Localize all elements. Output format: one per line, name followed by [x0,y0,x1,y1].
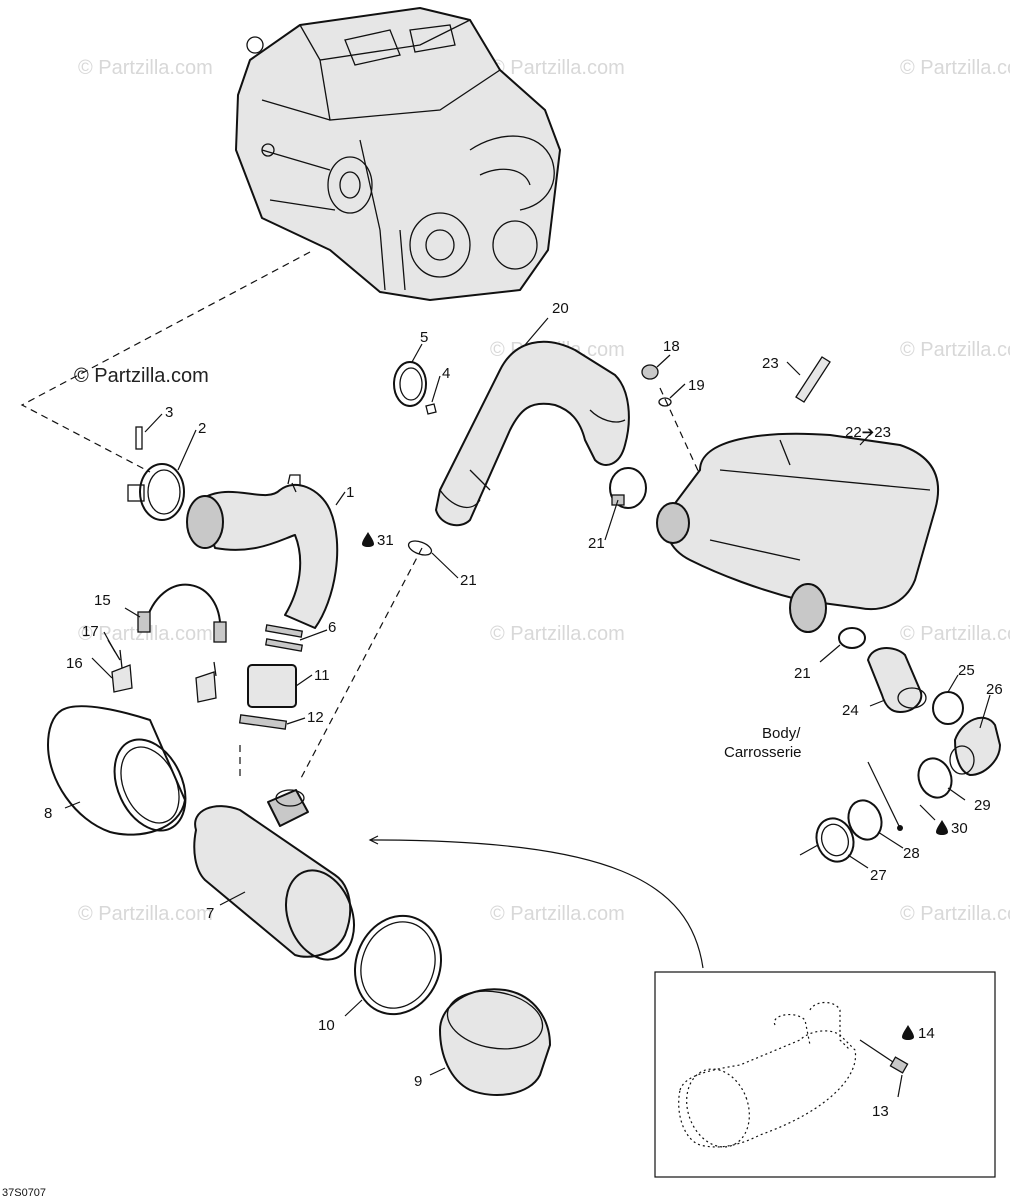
watermark: © Partzilla.com [490,623,625,645]
hose-part-24 [867,647,927,713]
callout-31: 31 [377,532,394,549]
callout-3: 3 [165,404,173,421]
callout-21-upper: 21 [588,535,605,552]
assembly-leader-lines [20,251,704,969]
callout-8: 8 [44,805,52,822]
callout-23: 23 [762,355,779,372]
silencer-part-22 [656,432,940,633]
body-label-line2: Carrosserie [724,744,802,761]
exhaust-pipe-part-20 [435,340,630,527]
heat-shield-part-8 [47,705,187,836]
clamp-part-21-left [407,540,433,556]
callout-21-lower: 21 [794,665,811,682]
callout-16: 16 [66,655,83,672]
end-cap-part-9 [439,988,551,1096]
stud-part-3 [135,426,143,450]
callout-20: 20 [552,300,569,317]
watermark: © Partzilla.com [490,903,625,925]
callout-21-left: 21 [460,572,477,589]
watermark: © Partzilla.com [78,57,213,79]
oil-drop-icon [362,532,374,547]
callout-11: 11 [314,667,330,684]
callout-28: 28 [903,845,920,862]
washer-part-19 [658,397,672,407]
callout-24: 24 [842,702,859,719]
callout-13: 13 [872,1103,889,1120]
bracket-part-16 [111,664,217,703]
diagram-code: 37S0707 [2,1187,46,1199]
callout-19: 19 [688,377,705,394]
callout-7: 7 [206,905,214,922]
callout-leaders [64,317,991,1098]
callout-27: 27 [870,867,887,884]
callout-6: 6 [328,619,336,636]
watermark: © Partzilla.com [490,57,625,79]
callout-26: 26 [986,681,1003,698]
watermark: © Partzilla.com [900,903,1010,925]
gasket-part-28 [847,799,883,841]
clamp-part-25 [932,691,964,725]
callout-17: 17 [82,623,99,640]
engine-block-illustration [235,7,561,301]
nut-part-4 [425,403,437,415]
outlet-part-27 [815,817,855,863]
elbow-part-26 [949,716,1001,776]
callout-9: 9 [414,1073,422,1090]
inset-detail-box [654,971,996,1178]
muffler-part-7 [193,789,355,961]
callout-29: 29 [974,797,991,814]
gasket-part-5 [393,361,427,407]
callout-30: 30 [951,820,968,837]
callout-18: 18 [663,338,680,355]
watermark: © Partzilla.com [78,623,213,645]
callout-10: 10 [318,1017,335,1034]
clamp-part-2 [127,463,185,521]
clamp-part-12 [238,714,288,730]
callout-15: 15 [94,592,111,609]
callout-14: 14 [918,1025,935,1042]
body-label-line1: Body/ [762,725,801,742]
strap-part-15 [137,583,227,643]
callout-4: 4 [442,365,450,382]
watermark: © Partzilla.com [78,903,213,925]
clamp-part-21-upper [609,467,647,509]
callout-12: 12 [307,709,324,726]
watermark-dark: © Partzilla.com [74,365,209,387]
callout-2: 2 [198,420,206,437]
exhaust-elbow-pipe [186,474,339,629]
watermark: © Partzilla.com [900,339,1010,361]
oil-drop-icon [902,1025,914,1040]
clamp-part-6 [264,624,304,652]
watermark: © Partzilla.com [900,57,1010,79]
part-callouts: 1 2 3 4 5 6 7 8 9 10 11 12 13 14 15 16 1… [2,300,1003,1199]
callout-22: 22➔23 [845,424,891,441]
cap-part-18 [641,364,659,380]
watermark: © Partzilla.com [900,623,1010,645]
callout-25: 25 [958,662,975,679]
clamp-part-21-lower [838,627,866,649]
watermarks: © Partzilla.com © Partzilla.com © Partzi… [74,57,1010,925]
oil-drop-icon [936,820,948,835]
gasket-part-10 [353,914,443,1016]
sleeve-part-11 [247,664,297,708]
callout-1: 1 [346,484,354,501]
callout-5: 5 [420,329,428,346]
strip-part-23 [795,356,831,403]
gasket-part-29 [917,757,953,799]
